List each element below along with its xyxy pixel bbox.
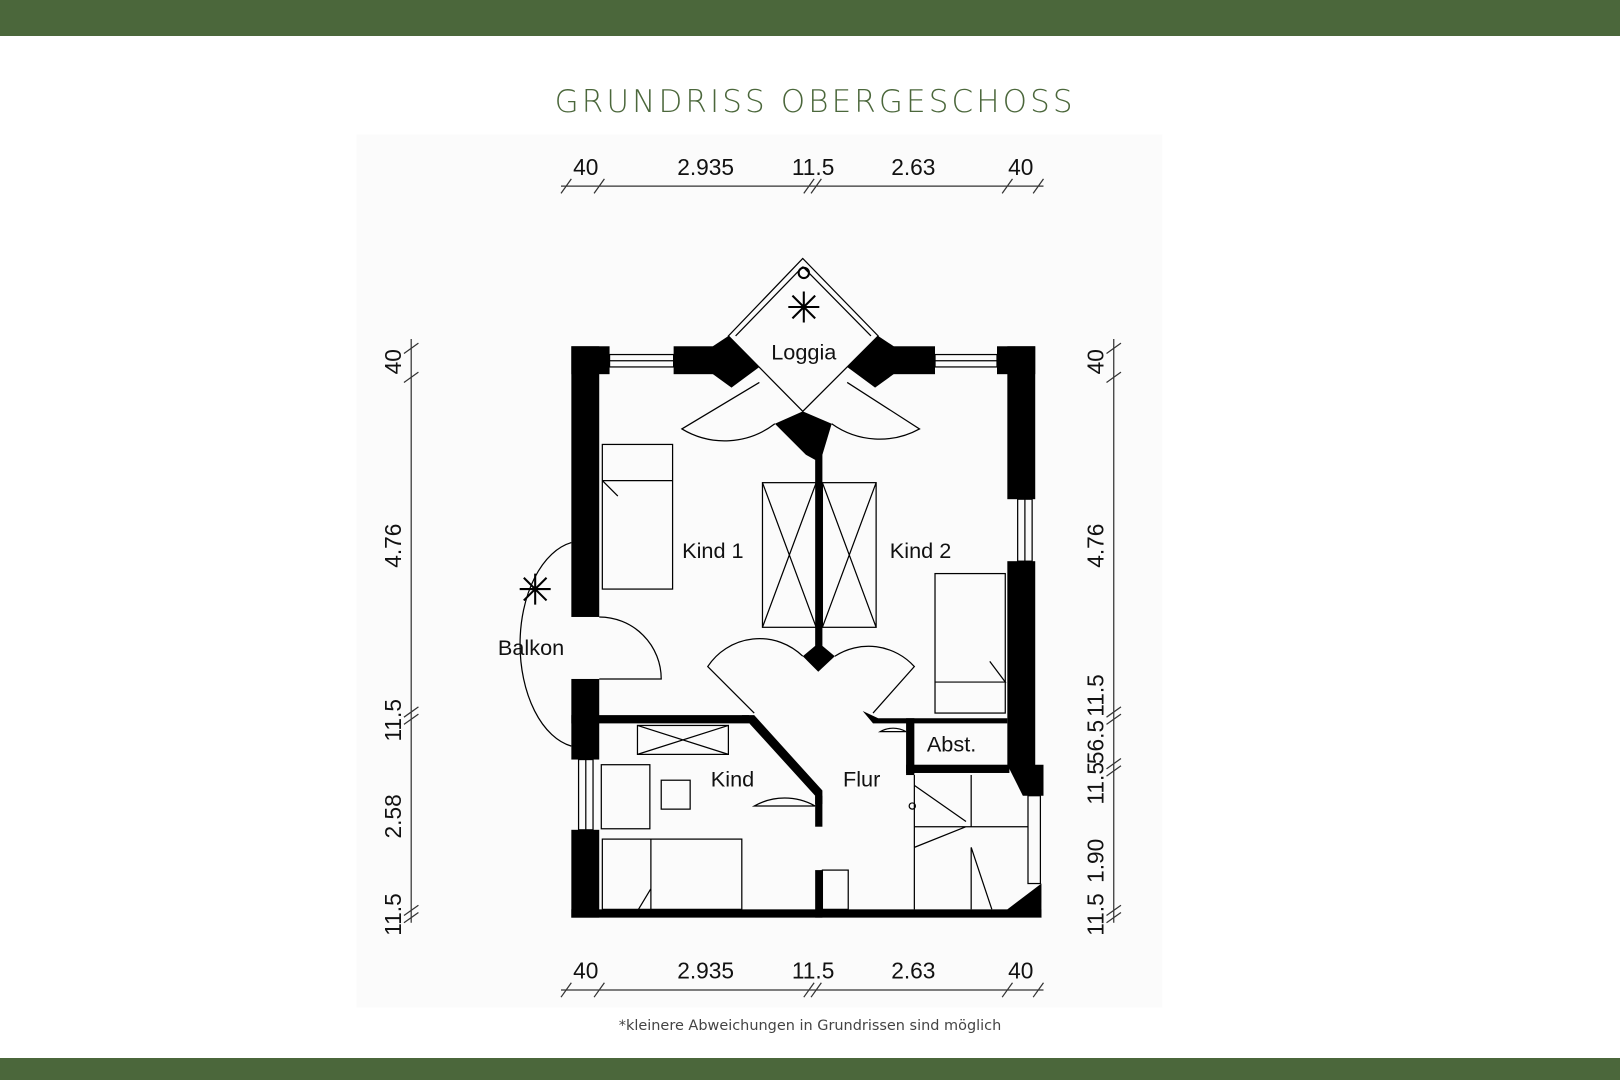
room-label-loggia: Loggia (771, 340, 837, 365)
plant-icon (519, 573, 551, 605)
bottom-brand-bar (0, 1058, 1620, 1080)
dim-label: 11.5 (792, 154, 835, 180)
dim-label: 40 (380, 349, 406, 374)
dimension-left: 40 4.76 11.5 2.58 11.5 (380, 339, 419, 936)
room-label-kind: Kind (711, 766, 754, 791)
dim-label: 11.5 (1082, 893, 1108, 936)
page-title: GRUNDRISS OBERGESCHOSS (555, 84, 1076, 120)
dim-label: 1.90 (1082, 839, 1108, 883)
dim-label: 56.5 (1082, 720, 1108, 764)
dim-label: 2.935 (677, 154, 734, 180)
dim-label: 11.5 (1082, 674, 1108, 717)
dim-label: 40 (1008, 958, 1033, 984)
plan-background (356, 134, 1163, 1008)
dim-label: 40 (1008, 154, 1033, 180)
top-brand-bar (0, 0, 1620, 36)
dimension-bottom: 40 2.935 11.5 2.63 40 (560, 958, 1044, 998)
dim-label: 2.63 (891, 154, 935, 180)
room-label-balkon: Balkon (498, 635, 564, 660)
footnote: *kleinere Abweichungen in Grundrissen si… (619, 1018, 1002, 1034)
plant-icon (788, 266, 820, 323)
walls (571, 257, 1044, 918)
dim-label: 2.935 (677, 958, 734, 984)
dim-label: 40 (573, 154, 598, 180)
room-label-flur: Flur (843, 766, 880, 791)
dim-label: 4.76 (380, 524, 406, 568)
windows (577, 353, 1042, 885)
dim-label: 11.5 (380, 699, 406, 742)
furniture (600, 443, 1028, 910)
door-swings (519, 381, 921, 807)
dimension-top: 40 2.935 11.5 2.63 40 (560, 154, 1044, 194)
dim-label: 40 (573, 958, 598, 984)
dim-label: 11.5 (1082, 762, 1108, 805)
dim-label: 2.58 (380, 794, 406, 838)
dim-label: 11.5 (792, 958, 835, 984)
room-label-kind2: Kind 2 (890, 538, 952, 563)
dim-label: 11.5 (380, 893, 406, 936)
room-label-abst: Abst. (927, 731, 976, 756)
dim-label: 40 (1082, 349, 1108, 374)
dimension-right: 40 4.76 11.5 56.5 11.5 1.90 11.5 (1082, 339, 1122, 936)
dim-label: 4.76 (1082, 524, 1108, 568)
dim-label: 2.63 (891, 958, 935, 984)
room-label-kind1: Kind 1 (682, 538, 744, 563)
